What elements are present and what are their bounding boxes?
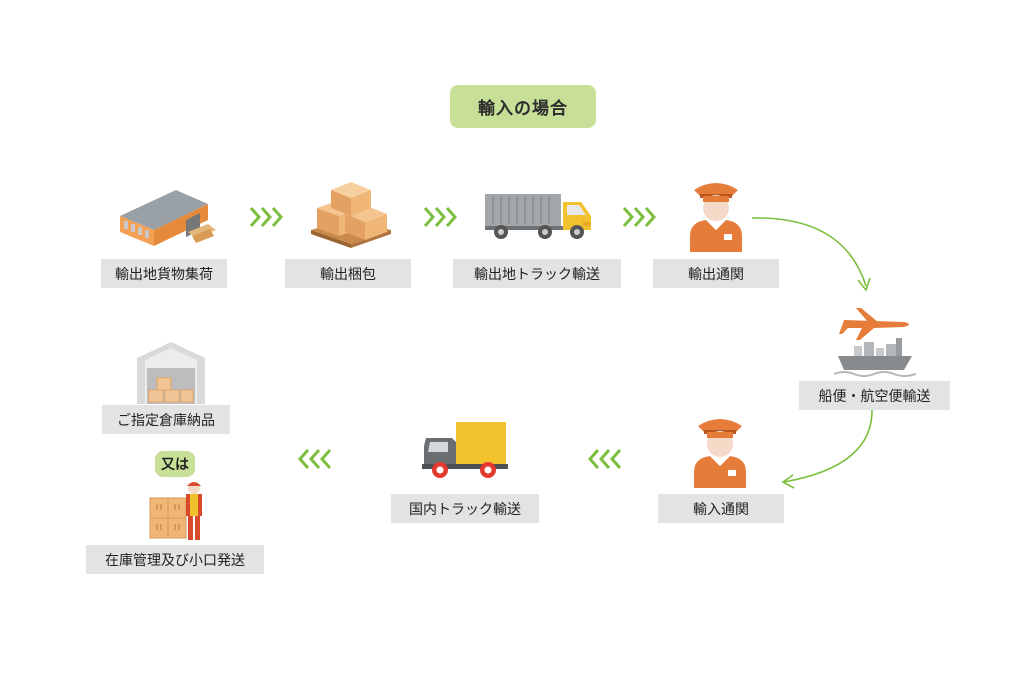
step-label-domestic-truck: 国内トラック輸送 — [391, 494, 539, 523]
or-badge: 又は — [155, 451, 195, 477]
chevron-left-icon — [296, 448, 334, 470]
page-title: 輸入の場合 — [450, 85, 596, 128]
chevron-right-icon — [423, 206, 461, 228]
chevron-left-icon — [586, 448, 624, 470]
customs-officer-icon — [688, 178, 744, 252]
curved-arrow-back-icon — [778, 404, 888, 490]
step-label-export-customs: 輸出通関 — [653, 259, 779, 288]
step-label-export-packing: 輸出梱包 — [285, 259, 411, 288]
chevron-right-icon — [622, 206, 660, 228]
step-label-inventory-shipping: 在庫管理及び小口発送 — [86, 545, 264, 574]
container-truck-icon — [483, 190, 593, 242]
chevron-right-icon — [249, 206, 287, 228]
worker-boxes-icon — [148, 480, 208, 542]
step-label-warehouse-delivery: ご指定倉庫納品 — [102, 405, 230, 434]
plane-ship-icon — [834, 300, 916, 380]
customs-officer-icon — [692, 414, 748, 488]
delivery-truck-icon — [420, 420, 510, 480]
step-label-export-truck: 輸出地トラック輸送 — [453, 259, 621, 288]
warehouse-pickup-icon — [116, 180, 216, 252]
boxes-packing-icon — [305, 178, 397, 248]
step-label-sea-air: 船便・航空便輸送 — [799, 381, 950, 410]
curved-arrow-down-icon — [748, 210, 878, 300]
step-label-export-pickup: 輸出地貨物集荷 — [101, 259, 227, 288]
warehouse-delivery-icon — [135, 340, 207, 404]
step-label-import-customs: 輸入通関 — [658, 494, 784, 523]
